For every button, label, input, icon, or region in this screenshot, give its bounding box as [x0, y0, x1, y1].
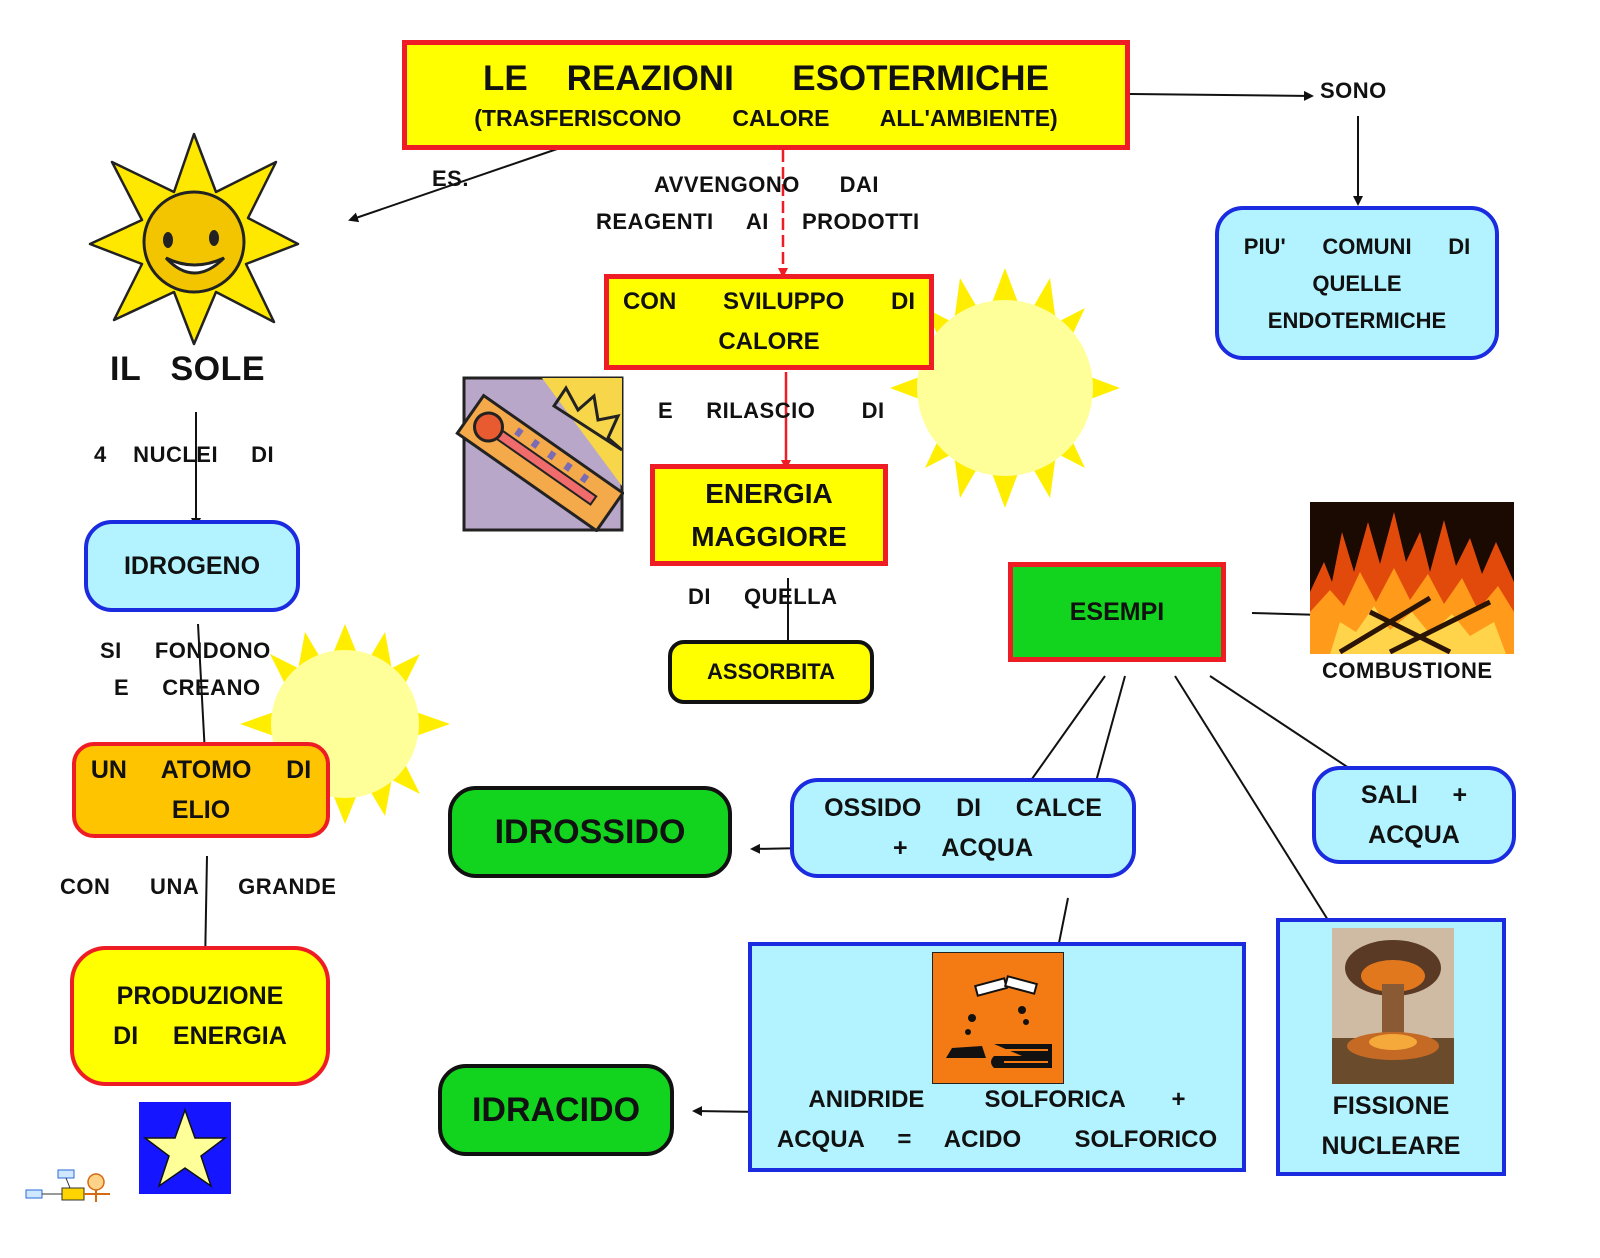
thermometer-icon: [455, 376, 624, 532]
anidride-line-2: ACQUA = ACIDO SOLFORICO: [776, 1126, 1218, 1153]
label-sono: SONO: [1320, 78, 1387, 103]
arrow-title-sono: [1129, 90, 1314, 101]
piu-comuni-line-2: QUELLE: [1312, 270, 1402, 296]
energia-maggiore-node: ENERGIA MAGGIORE: [650, 464, 888, 566]
atomo-elio-line-2: ELIO: [171, 796, 231, 824]
energia-line-1: ENERGIA: [705, 478, 833, 509]
app-logo-icon: [25, 1169, 110, 1202]
atomo-elio-line-1: UN ATOMO DI: [90, 756, 312, 784]
piu-comuni-line-1: PIU' COMUNI DI: [1243, 233, 1471, 259]
piu-comuni-node: PIU' COMUNI DI QUELLE ENDOTERMICHE: [1215, 206, 1499, 360]
label-nuclei: 4 NUCLEI DI: [94, 442, 275, 467]
label-creano: E CREANO: [114, 675, 261, 700]
smiling-sun-icon: [88, 132, 300, 346]
ossido-line-2: + ACQUA: [892, 834, 1034, 862]
piu-comuni-line-3: ENDOTERMICHE: [1267, 307, 1447, 333]
assorbita-label: ASSORBITA: [707, 659, 835, 684]
produzione-line-1: PRODUZIONE: [116, 982, 284, 1010]
ossido-calce-node: OSSIDO DI CALCE + ACQUA: [790, 778, 1136, 878]
ossido-line-1: OSSIDO DI CALCE: [824, 794, 1102, 822]
idrossido-label: IDROSSIDO: [494, 812, 686, 851]
arrow-esempi-ossido: [1020, 675, 1106, 795]
produzione-line-2: DI ENERGIA: [113, 1022, 287, 1050]
energia-line-2: MAGGIORE: [691, 521, 847, 552]
star-icon: [139, 1102, 231, 1194]
produzione-energia-node: PRODUZIONE DI ENERGIA: [70, 946, 330, 1086]
label-combustione: COMBUSTIONE: [1322, 658, 1493, 683]
label-rilascio: E RILASCIO DI: [658, 398, 885, 423]
corrosive-hazard-icon-front: [932, 952, 1064, 1084]
label-reagenti: REAGENTI AI PRODOTTI: [596, 209, 920, 234]
esempi-label: ESEMPI: [1069, 597, 1165, 626]
fire-image: [1310, 502, 1514, 654]
label-es: ES.: [432, 166, 469, 191]
fissione-line-1: FISSIONE: [1332, 1092, 1450, 1120]
esempi-node: ESEMPI: [1008, 562, 1226, 662]
sviluppo-calore-node: CON SVILUPPO DI CALORE: [604, 274, 934, 370]
nuclear-explosion-image-front: [1332, 928, 1454, 1084]
label-di-quella: DI QUELLA: [688, 584, 838, 609]
pale-sun-right: [890, 268, 1120, 508]
arrow-idrogeno-elio: [197, 623, 210, 756]
idrogeno-node: IDROGENO: [84, 520, 300, 612]
title-box: LE REAZIONI ESOTERMICHE (TRASFERISCONO C…: [402, 40, 1130, 150]
label-avvengono: AVVENGONO DAI: [654, 172, 879, 197]
sali-line-1: SALI +: [1360, 781, 1468, 809]
idracido-label: IDRACIDO: [471, 1090, 641, 1129]
sali-acqua-node: SALI + ACQUA: [1312, 766, 1516, 864]
title-line-1: LE REAZIONI ESOTERMICHE: [483, 58, 1049, 98]
title-line-2: (TRASFERISCONO CALORE ALL'AMBIENTE): [474, 104, 1058, 131]
sviluppo-line-2: CALORE: [718, 328, 820, 355]
arrow-esempi-anidride: [1091, 675, 1126, 797]
atomo-elio-node: UN ATOMO DI ELIO: [72, 742, 330, 838]
sali-line-2: ACQUA: [1368, 821, 1460, 849]
idracido-node: IDRACIDO: [438, 1064, 674, 1156]
assorbita-node: ASSORBITA: [668, 640, 874, 704]
sviluppo-line-1: CON SVILUPPO DI: [622, 288, 916, 315]
label-fondono: SI FONDONO: [100, 638, 271, 663]
arrow-esempi-fissione: [1174, 675, 1340, 938]
fissione-line-2: NUCLEARE: [1321, 1132, 1461, 1160]
arrow-title-sun: [348, 147, 561, 223]
idrogeno-label: IDROGENO: [123, 551, 261, 580]
label-il-sole: IL SOLE: [110, 350, 266, 388]
label-grande: CON UNA GRANDE: [60, 874, 337, 899]
arrow-esempi-sali: [1209, 675, 1372, 784]
idrossido-node: IDROSSIDO: [448, 786, 732, 878]
anidride-line-1: ANIDRIDE SOLFORICA +: [808, 1086, 1186, 1113]
